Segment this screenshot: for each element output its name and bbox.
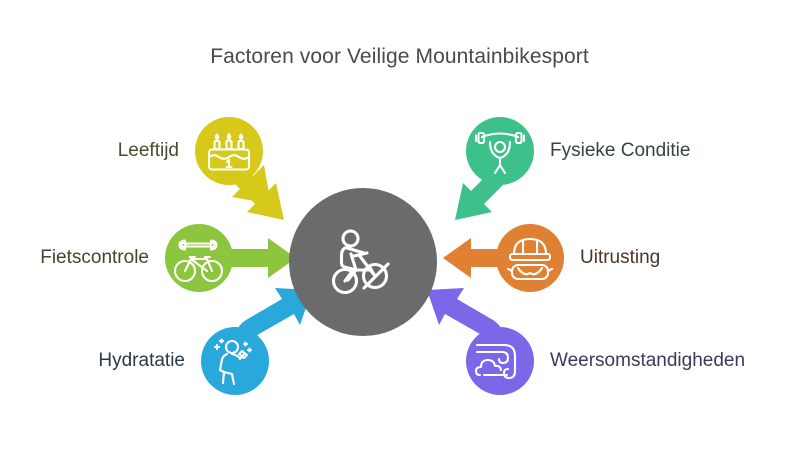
node-weersomstandigheden[interactable]: Weersomstandigheden xyxy=(466,327,745,395)
node-uitrusting-label: Uitrusting xyxy=(580,247,661,268)
arrow-uitrusting xyxy=(443,238,531,278)
node-uitrusting[interactable]: Uitrusting xyxy=(496,224,660,292)
helmet-goggles-icon xyxy=(506,237,554,281)
node-leeftijd-circle xyxy=(195,117,263,185)
weightlifter-icon xyxy=(474,131,526,175)
node-fysieke-conditie[interactable]: Fysieke Conditie xyxy=(466,117,690,185)
arrow-fietscontrole xyxy=(208,238,296,278)
center-hub[interactable] xyxy=(289,188,437,336)
node-uitrusting-circle xyxy=(496,224,564,292)
node-weersomstandigheden-label: Weersomstandigheden xyxy=(550,350,746,371)
node-leeftijd-label: Leeftijd xyxy=(117,140,179,161)
node-fysieke-conditie-label: Fysieke Conditie xyxy=(550,140,691,161)
node-fietscontrole-label: Fietscontrole xyxy=(40,247,149,268)
node-leeftijd[interactable]: Leeftijd xyxy=(118,117,263,185)
person-drinking-icon xyxy=(213,338,253,386)
mountain-biker-icon xyxy=(331,229,390,295)
node-fietscontrole[interactable]: Fietscontrole xyxy=(40,224,233,292)
arrow-hydratatie xyxy=(235,288,312,378)
wrench-bicycle-icon xyxy=(173,239,224,283)
node-hydratatie[interactable]: Hydratatie xyxy=(98,327,269,395)
node-hydratatie-label: Hydratatie xyxy=(98,350,185,371)
page-title: Factoren voor Veilige Mountainbikesport xyxy=(210,45,589,68)
birthday-cake-icon xyxy=(207,132,251,171)
arrow-weersomstandigheden xyxy=(427,288,504,378)
wind-cloud-icon xyxy=(474,343,517,380)
